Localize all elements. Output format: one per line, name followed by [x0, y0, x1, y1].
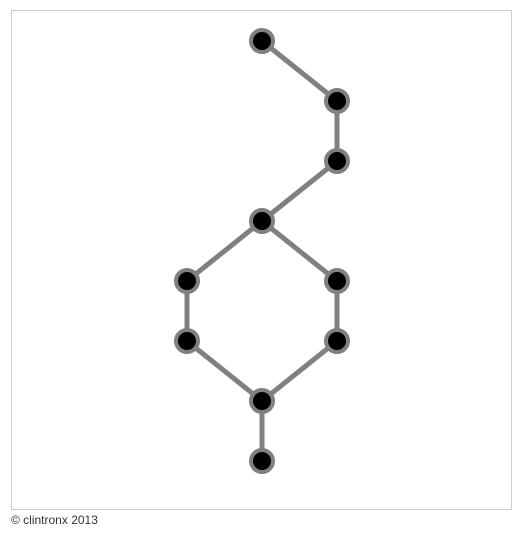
node-n2[interactable] [324, 88, 350, 114]
node-n6[interactable] [324, 268, 350, 294]
edge-n7-n9 [185, 339, 264, 403]
node-n8[interactable] [324, 328, 350, 354]
node-n1[interactable] [249, 28, 275, 54]
node-n4[interactable] [249, 208, 275, 234]
footer-credit: © clintronx 2013 [11, 513, 98, 527]
molecule-graph[interactable] [12, 11, 511, 509]
edge-n4-n6 [260, 219, 339, 283]
node-n7[interactable] [174, 328, 200, 354]
edge-n3-n4 [260, 159, 339, 223]
edge-n4-n5 [185, 219, 264, 283]
edge-n8-n9 [260, 339, 339, 403]
node-n5[interactable] [174, 268, 200, 294]
node-n10[interactable] [249, 448, 275, 474]
graph-canvas[interactable] [11, 10, 512, 510]
node-n9[interactable] [249, 388, 275, 414]
node-n3[interactable] [324, 148, 350, 174]
edge-n1-n2 [260, 39, 339, 103]
nodes-group [174, 28, 350, 474]
